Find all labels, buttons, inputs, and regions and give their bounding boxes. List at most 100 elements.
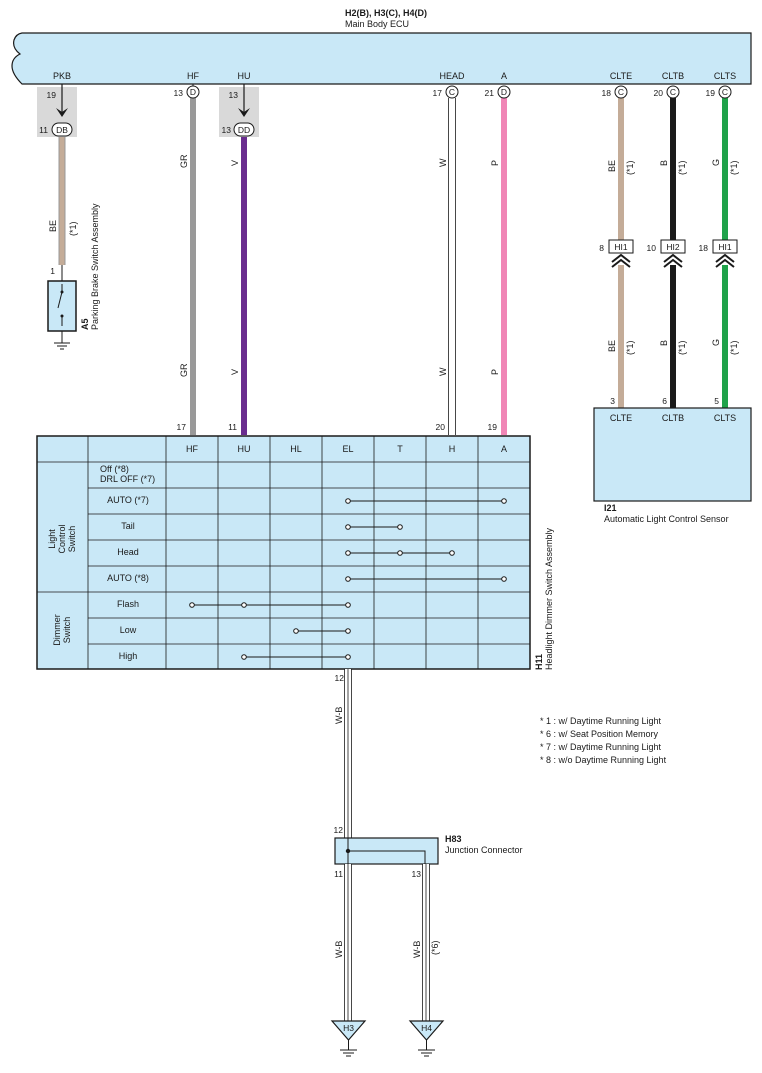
note-1: * 1 : w/ Daytime Running Light (540, 716, 662, 726)
wire-clts (722, 98, 728, 408)
wire-wb-lower-right (422, 864, 430, 1021)
wire-clts-code-upper: G (711, 159, 721, 166)
contact-dot (345, 524, 351, 530)
wire-cltb (670, 98, 676, 408)
clts-connector-circle (718, 85, 732, 99)
wire-cltb-note-upper: (*1) (677, 160, 687, 175)
ground-h3-label: H3 (343, 1023, 354, 1033)
inline-clts-arrow-icon (715, 253, 735, 268)
head-pin: 17 (433, 88, 443, 98)
clts-connector-code: C (722, 87, 728, 97)
switch-col-hl: HL (290, 444, 302, 454)
switch-row-tail: Tail (121, 521, 135, 531)
junction-name: Junction Connector (445, 845, 523, 855)
switch-col-t: T (397, 444, 403, 454)
wire-a (501, 98, 507, 435)
inline-cltb-code: HI2 (666, 242, 680, 252)
hf-connector-code: D (190, 87, 196, 97)
a-pin: 21 (485, 88, 495, 98)
wire-hf (190, 98, 196, 435)
note-8: * 8 : w/o Daytime Running Light (540, 755, 667, 765)
contact-dot (345, 550, 351, 556)
wire-wb-note: (*6) (430, 940, 440, 955)
ecu-terminal-hu: HU (238, 71, 251, 81)
ecu-terminal-a: A (501, 71, 507, 81)
wire-clte-code-lower: BE (607, 340, 617, 352)
switch-row-auto7: AUTO (*7) (107, 495, 149, 505)
sensor-box (593, 407, 752, 502)
wire-hu (241, 137, 247, 435)
switch-contacts (189, 498, 507, 660)
contact-dot (397, 550, 403, 556)
clts-pin: 19 (706, 88, 716, 98)
contact-dot (397, 524, 403, 530)
switch-top-pin-hu: 11 (228, 422, 237, 432)
switch-col-el: EL (342, 444, 353, 454)
db-pin: 11 (39, 125, 48, 135)
note-7: * 7 : w/ Daytime Running Light (540, 742, 662, 752)
parking-switch-dot-bottom (60, 314, 64, 318)
db-connector (51, 122, 73, 137)
head-connector-circle (445, 85, 459, 99)
wire-clte-note-lower: (*1) (625, 340, 635, 355)
ecu-terminal-clts: CLTS (714, 71, 736, 81)
contact-dot (345, 602, 351, 608)
ground-h4-label: H4 (421, 1023, 432, 1033)
inline-clte-arrow-icon (611, 253, 631, 268)
db-connector-code: DB (56, 125, 68, 135)
wire-clte (618, 98, 624, 408)
wire-pkb-note: (*1) (68, 221, 78, 236)
junction-id: H83 (445, 834, 462, 844)
ecu-terminal-clte: CLTE (610, 71, 632, 81)
switch-col-hf: HF (186, 444, 198, 454)
dd-connector-code: DD (238, 125, 250, 135)
ecu-connectors-label: H2(B), H3(C), H4(D) (345, 8, 427, 18)
switch-row-flash: Flash (117, 599, 139, 609)
contact-dot (345, 498, 351, 504)
sensor-pin-clte: 3 (610, 396, 615, 406)
parking-switch-name: Parking Brake Switch Assembly (90, 203, 100, 330)
ecu-terminal-pkb: PKB (53, 71, 71, 81)
contact-dot (293, 628, 299, 634)
wire-clts-code-lower: G (711, 339, 721, 346)
wire-wb-code-upper: W-B (334, 707, 344, 724)
contact-dot (345, 628, 351, 634)
switch-col-hu: HU (238, 444, 251, 454)
pkb-pin: 19 (47, 90, 57, 100)
ground-h3-icon (330, 1020, 367, 1057)
inline-connector-cltb: 10 HI2 (647, 239, 686, 268)
wire-wb-code-lower-left: W-B (334, 941, 344, 958)
inline-connector-clte: 8 HI1 (599, 239, 634, 268)
wire-a-code-upper: P (490, 160, 500, 166)
contact-dot (345, 654, 351, 660)
wire-clte-note-upper: (*1) (625, 160, 635, 175)
head-connector-code: C (449, 87, 455, 97)
ecu-terminal-head: HEAD (439, 71, 465, 81)
wire-pkb (58, 137, 66, 265)
contact-dot (501, 498, 507, 504)
switch-top-pin-a: 19 (488, 422, 498, 432)
junction-pin-top: 12 (334, 825, 344, 835)
wire-clts-note-upper: (*1) (729, 160, 739, 175)
junction-pin-bottom-left: 11 (334, 869, 343, 879)
switch-row-auto8: AUTO (*8) (107, 573, 149, 583)
contact-dot (189, 602, 195, 608)
inline-clts-code: HI1 (718, 242, 732, 252)
contact-dot (449, 550, 455, 556)
sensor-name: Automatic Light Control Sensor (604, 514, 729, 524)
switch-row-low: Low (120, 625, 137, 635)
parking-switch-dot-top (60, 290, 64, 294)
ecu-name-label: Main Body ECU (345, 19, 409, 29)
parking-switch-id: A5 (80, 318, 90, 330)
cltb-pin: 20 (654, 88, 664, 98)
inline-connector-clts: 18 HI1 (699, 239, 738, 268)
junction-pin-bottom-right: 13 (412, 869, 422, 879)
switch-row-head: Head (117, 547, 139, 557)
wire-cltb-code-upper: B (659, 160, 669, 166)
wire-wb-lower-left (344, 864, 352, 1021)
wire-a-code-lower: P (490, 369, 500, 375)
inline-clts-pin: 18 (699, 243, 709, 253)
switch-row-high: High (119, 651, 138, 661)
dd-connector (233, 122, 255, 137)
